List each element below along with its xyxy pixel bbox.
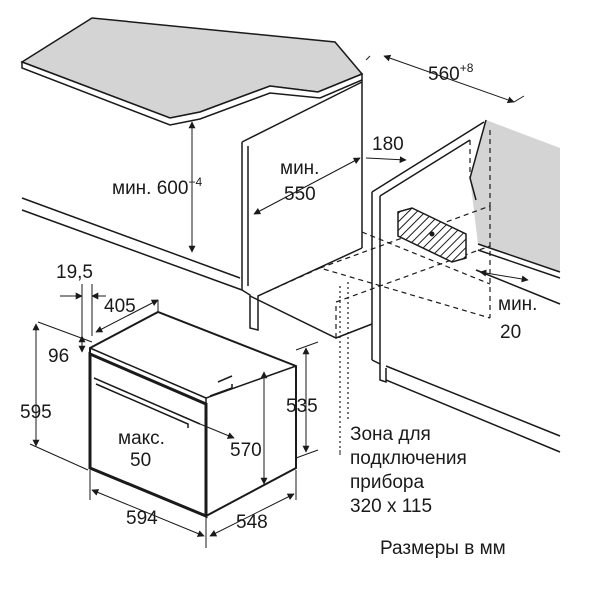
- dim-oven-body-height: 535: [286, 396, 318, 417]
- dim-inner-height: 570: [230, 440, 262, 461]
- dim-oven-height: 595: [20, 402, 52, 423]
- dimension-lines: [29, 54, 529, 548]
- dim-niche-depth-value: 550: [284, 184, 316, 205]
- dim-niche-width: 560+8: [428, 61, 474, 85]
- dim-panel-depth: 405: [104, 296, 136, 317]
- connection-zone: [397, 207, 467, 263]
- note-connection-zone-line2: подключения: [350, 448, 467, 469]
- countertop-right: [469, 119, 561, 279]
- note-units: Размеры в мм: [380, 538, 506, 559]
- note-connection-zone-line1: Зона для: [350, 424, 431, 445]
- dimension-labels: 560+8 мин. 600+4 мин. 550 180 мин. 20 19…: [20, 61, 537, 533]
- note-connection-zone-size: 320 x 115: [350, 496, 432, 517]
- dim-side-gap-label: мин.: [498, 294, 537, 315]
- dim-side-gap-value: 20: [500, 322, 521, 343]
- dim-back-gap: 180: [372, 134, 404, 155]
- dim-door-offset-label: макс.: [118, 428, 165, 449]
- dim-door-offset-value: 50: [130, 450, 151, 471]
- dim-oven-depth: 548: [236, 512, 268, 533]
- note-connection-zone-line3: прибора: [350, 472, 424, 493]
- dim-top-height: 96: [48, 346, 69, 367]
- notes: Зона для подключения прибора 320 x 115 Р…: [350, 424, 506, 559]
- countertop-left: [20, 17, 364, 126]
- dim-niche-depth-label: мин.: [280, 158, 319, 179]
- side-panel: [371, 121, 561, 453]
- dim-panel-offset: 19,5: [56, 262, 93, 283]
- oven: [88, 310, 297, 519]
- dim-oven-width: 594: [126, 508, 158, 529]
- dim-niche-height: мин. 600+4: [112, 175, 202, 199]
